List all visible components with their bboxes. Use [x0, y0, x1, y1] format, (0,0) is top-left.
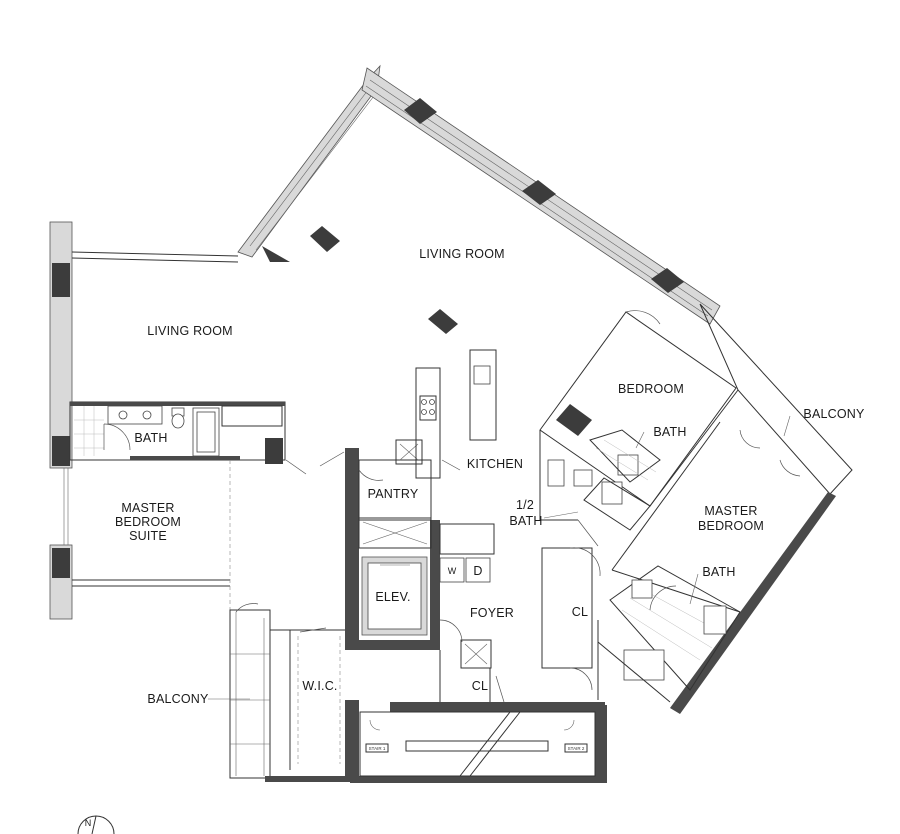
- bath-bedroom-leader: [635, 431, 645, 449]
- label-stair1: STAIR 1: [369, 746, 386, 751]
- label-stair2: STAIR 2: [568, 746, 585, 751]
- label-half-bath-line2: BATH: [509, 514, 542, 528]
- label-master-suite-line2: BEDROOM: [115, 515, 181, 529]
- label-living-room-main: LIVING ROOM: [419, 247, 505, 261]
- north-arrow-icon: N: [77, 815, 115, 834]
- balcony-east-leader: [783, 415, 791, 437]
- master-bedroom-east: [609, 303, 853, 714]
- label-master-suite-line1: MASTER: [121, 501, 174, 515]
- label-closet-foyer: CL: [472, 679, 488, 693]
- label-bedroom: BEDROOM: [618, 382, 684, 396]
- label-bath-bedroom: BATH: [653, 425, 686, 439]
- label-balcony-west: BALCONY: [147, 692, 209, 706]
- label-elevator: ELEV.: [375, 590, 410, 604]
- label-balcony-east: BALCONY: [803, 407, 865, 421]
- label-closet-east: CL: [572, 605, 588, 619]
- label-master-suite-line3: SUITE: [129, 529, 167, 543]
- label-bath-west: BATH: [134, 431, 167, 445]
- stairs: [350, 702, 607, 783]
- label-washer: W: [448, 566, 457, 576]
- core: [319, 439, 495, 669]
- bath-west: [69, 401, 307, 475]
- label-master-bedroom-line1: MASTER: [704, 504, 757, 518]
- label-foyer: FOYER: [470, 606, 514, 620]
- bath-master-leader: [689, 573, 699, 605]
- label-bath-master: BATH: [702, 565, 735, 579]
- label-living-room-west: LIVING ROOM: [147, 324, 233, 338]
- foyer: [439, 619, 505, 703]
- north-label: N: [85, 818, 92, 828]
- label-pantry: PANTRY: [368, 487, 419, 501]
- closets-east: [541, 547, 671, 703]
- label-master-bedroom-line2: BEDROOM: [698, 519, 764, 533]
- label-dryer: D: [473, 564, 482, 578]
- kitchen: [415, 349, 497, 479]
- label-kitchen: KITCHEN: [467, 457, 523, 471]
- label-half-bath-line1: 1/2: [516, 498, 534, 512]
- master-suite-west: [229, 460, 359, 782]
- half-bath-leader: [543, 511, 579, 519]
- exterior-wall-northeast: [237, 64, 721, 334]
- exterior-wall-west: [49, 221, 239, 620]
- label-wic: W.I.C.: [302, 679, 337, 693]
